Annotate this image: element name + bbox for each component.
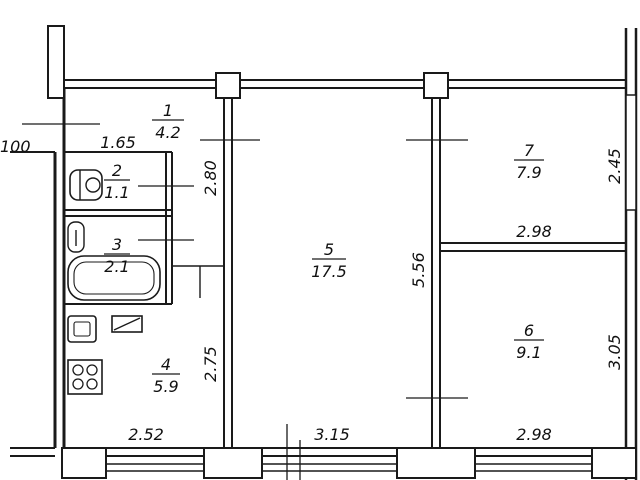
room-3-area: 2.1: [104, 257, 129, 276]
room-1-number: 1: [163, 101, 173, 120]
dim-room6-length: 3.05: [605, 334, 624, 370]
dim-kitchen-length: 2.75: [201, 346, 220, 382]
pier-block: [203, 447, 263, 479]
right-window: [625, 94, 637, 211]
column: [423, 72, 449, 99]
dim-room7-length: 2.45: [605, 148, 624, 184]
dimension-marks: [22, 123, 468, 480]
walls: [10, 25, 638, 480]
room-2-area: 1.1: [104, 183, 129, 202]
dim-living-length: 5.56: [409, 252, 428, 288]
room-6-area: 9.1: [516, 343, 541, 362]
fixtures: [67, 169, 161, 395]
room-6-number: 6: [524, 321, 534, 340]
toilet-icon: [69, 169, 103, 201]
dim-living-width: 3.15: [314, 425, 350, 444]
column: [215, 72, 241, 99]
pier-block: [61, 447, 107, 479]
dim-kitchen-width: 2.52: [128, 425, 164, 444]
room-fraction-lines: [104, 119, 544, 375]
room-1-area: 4.2: [155, 123, 180, 142]
bathtub-icon: [67, 255, 161, 301]
room-5-number: 5: [324, 240, 334, 259]
room-4-number: 4: [161, 355, 171, 374]
kitchen-sink-icon: [67, 315, 97, 343]
room-4-area: 5.9: [153, 377, 178, 396]
dimension-labels: 100 1.65 2.80 2.75 2.52 3.15 5.56 2.98 2…: [0, 133, 624, 444]
bath-sink-icon: [67, 221, 85, 253]
room-labels: 1 4.2 2 1.1 3 2.1 4 5.9 5 17.5 6 9.1 7 7…: [104, 101, 541, 396]
left-wall-stub: [47, 25, 65, 99]
dim-hall-length: 2.80: [201, 160, 220, 196]
dim-hall-width: 1.65: [100, 133, 136, 152]
pier-block: [396, 447, 476, 479]
bottom-windows: [106, 463, 592, 472]
pier-block: [591, 447, 637, 479]
toilet-bowl-icon: [85, 177, 101, 193]
room-3-number: 3: [112, 235, 122, 254]
dim-room6-width: 2.98: [516, 425, 552, 444]
room-7-area: 7.9: [516, 163, 541, 182]
dim-left-edge: 100: [0, 137, 31, 156]
dim-room7-width: 2.98: [516, 222, 552, 241]
counter-icon: [111, 315, 143, 333]
room-5-area: 17.5: [311, 262, 347, 281]
stove-icon: [67, 359, 103, 395]
room-2-number: 2: [112, 161, 122, 180]
room-7-number: 7: [524, 141, 535, 160]
